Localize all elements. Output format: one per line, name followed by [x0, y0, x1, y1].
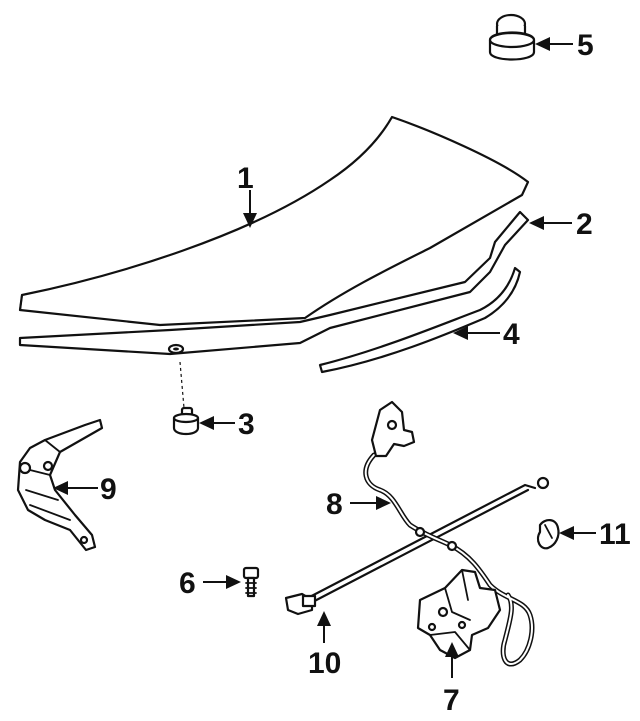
callout-5: 5 — [577, 29, 594, 62]
callout-6-leader — [203, 575, 241, 589]
callout-11-leader — [559, 526, 596, 540]
panel-clip-hole — [167, 343, 185, 355]
part-9-hinge — [16, 418, 104, 552]
part-2-hood-inner-panel — [18, 210, 530, 356]
callout-4: 4 — [503, 318, 520, 351]
callout-2-leader — [529, 216, 572, 230]
part-5-bumper-stop — [488, 13, 536, 61]
callout-2: 2 — [576, 208, 593, 241]
callout-7: 7 — [443, 684, 460, 717]
part-4-weatherstrip — [318, 266, 522, 374]
callout-3-leader — [199, 416, 235, 430]
part-3-dashed-guide — [179, 361, 185, 409]
callout-9-leader — [53, 481, 98, 495]
callout-7-leader — [445, 642, 459, 678]
callout-10-leader — [317, 611, 331, 643]
callout-11: 11 — [599, 518, 631, 551]
callout-8-leader — [350, 496, 391, 510]
callout-3: 3 — [238, 408, 255, 441]
callout-8: 8 — [326, 488, 343, 521]
callout-1-leader — [243, 190, 257, 228]
part-8-release-cable — [363, 400, 535, 667]
part-1-hood-panel — [18, 115, 530, 327]
callout-10: 10 — [308, 647, 341, 680]
part-10-release-rod — [284, 476, 550, 616]
callout-5-leader — [535, 37, 573, 51]
part-11-clip — [536, 519, 560, 550]
callout-4-leader — [453, 326, 500, 340]
callout-9: 9 — [100, 473, 117, 506]
callout-6: 6 — [179, 567, 196, 600]
part-6-bolt — [242, 566, 260, 598]
part-3-bumper — [172, 406, 200, 436]
callout-1: 1 — [237, 162, 254, 195]
part-7-latch — [416, 568, 502, 660]
